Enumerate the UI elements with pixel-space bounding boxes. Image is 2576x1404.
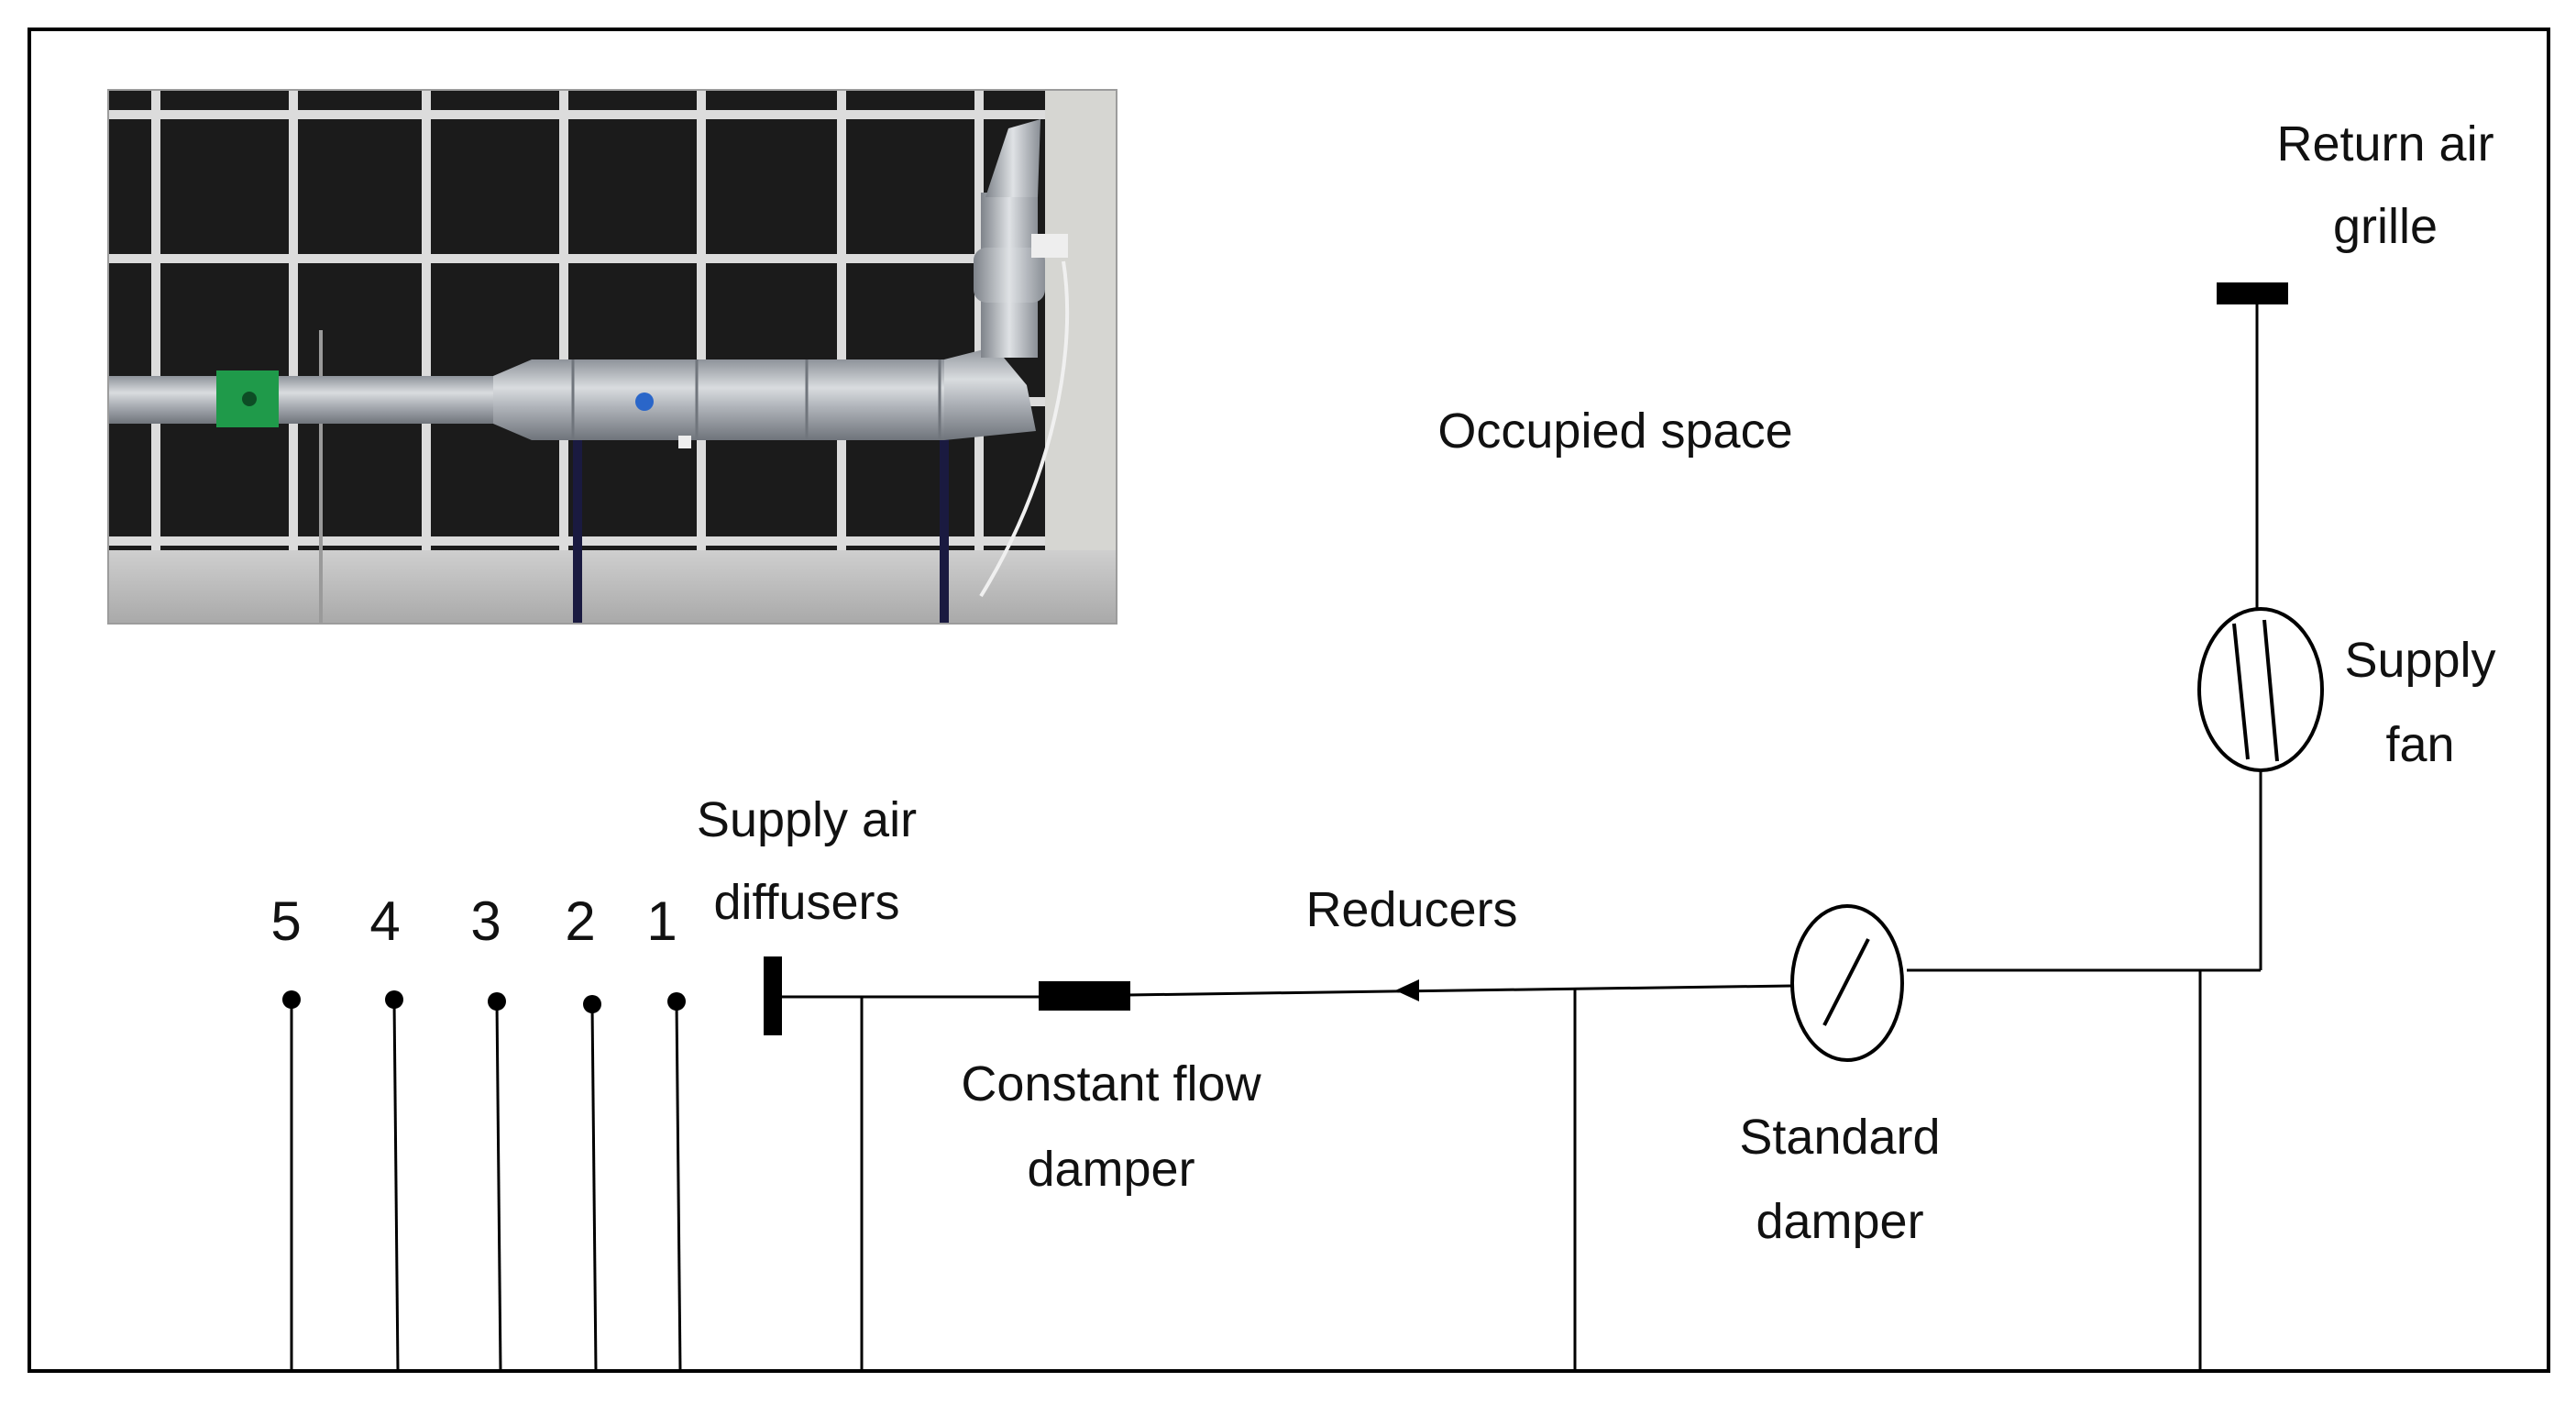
supply-air-diffuser-symbol [764, 956, 782, 1035]
supply-fan-symbol [2197, 607, 2324, 772]
supply-fan-label-line2: fan [2385, 717, 2454, 772]
occupied-space-label: Occupied space [1437, 404, 1792, 459]
standard-damper-label-line2: damper [1756, 1194, 1923, 1249]
constant-flow-damper-label: Constant flow [961, 1056, 1261, 1111]
measurement-point-label-5: 5 [270, 890, 301, 952]
measurement-point-3 [488, 992, 506, 1372]
standard-damper-label: Standard [1739, 1110, 1940, 1165]
measurement-point-label-3: 3 [470, 890, 501, 952]
measurement-point-2 [583, 995, 601, 1372]
constant-flow-damper-label-line2: damper [1027, 1142, 1194, 1197]
supply-air-diffusers-label-line2: diffusers [713, 875, 899, 930]
measurement-point-5 [282, 990, 301, 1371]
supply-air-diffusers-label: Supply air [697, 792, 917, 847]
return-air-grille-label-line2: grille [2333, 199, 2438, 254]
main-duct-middle [1127, 984, 1793, 997]
test-rig-photo [107, 89, 1117, 625]
return-air-grille-label: Return air [2276, 116, 2493, 171]
measurement-point-label-1: 1 [646, 890, 677, 952]
measurement-point-label-2: 2 [565, 890, 595, 952]
measurement-point-1 [667, 992, 686, 1372]
constant-flow-damper-symbol [1039, 981, 1130, 1011]
measurement-point-4 [385, 990, 403, 1372]
return-air-grille-symbol [2217, 282, 2288, 304]
measurement-point-label-4: 4 [369, 890, 400, 952]
flow-arrow [1395, 979, 1419, 1001]
standard-damper-symbol [1790, 904, 1904, 1062]
measurement-points [282, 990, 686, 1372]
reducers-label: Reducers [1305, 882, 1517, 937]
support-lines [860, 970, 2202, 1371]
supply-fan-label: Supply [2344, 633, 2495, 688]
